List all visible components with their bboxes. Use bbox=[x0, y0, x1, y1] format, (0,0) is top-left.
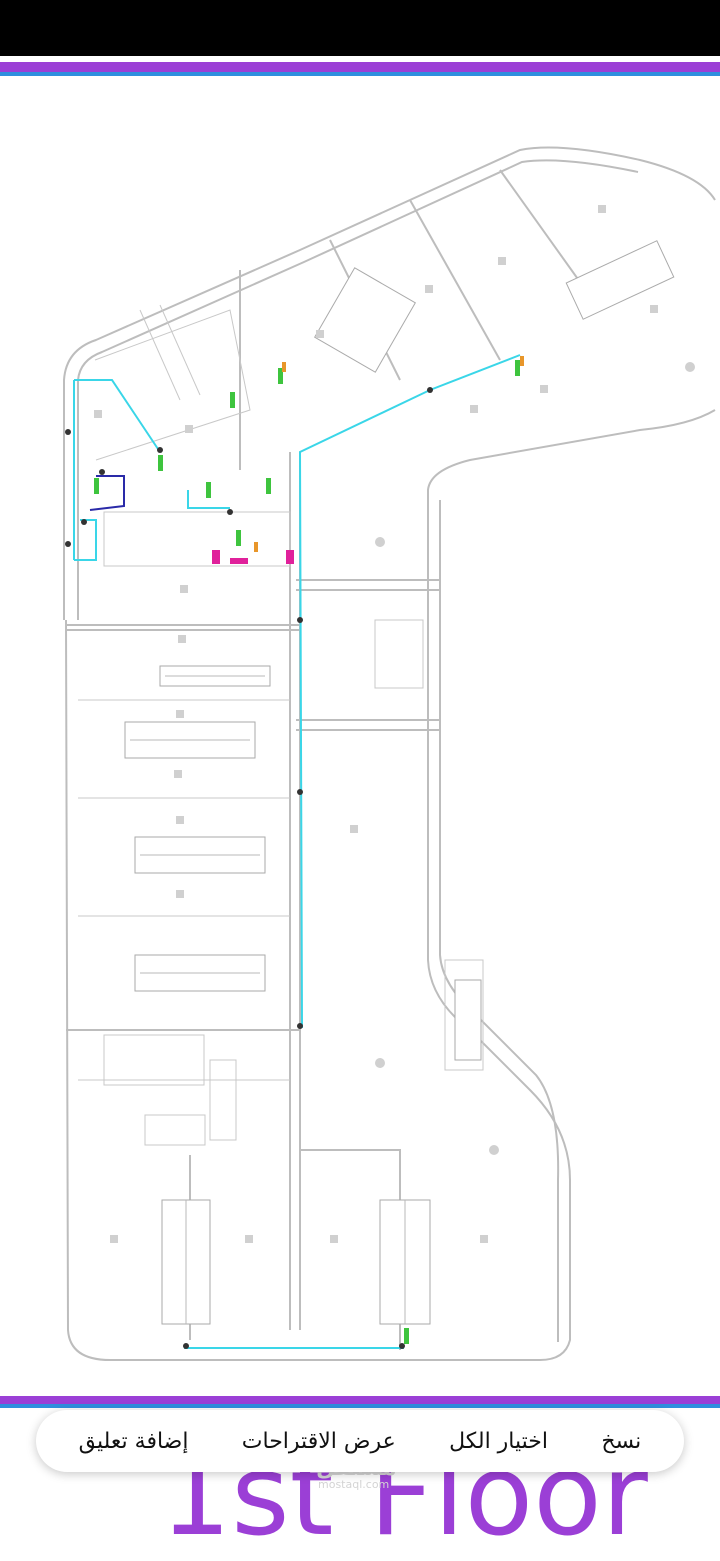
select-all-button[interactable]: اختيار الكل bbox=[449, 1428, 548, 1454]
text-selection-menu: نسخ اختيار الكل عرض الاقتراحات إضافة تعل… bbox=[36, 1410, 684, 1472]
bottom-accent-band bbox=[0, 1396, 720, 1404]
show-suggestions-button[interactable]: عرض الاقتراحات bbox=[241, 1428, 396, 1454]
watermark-url: mostaql.com bbox=[318, 1478, 390, 1491]
bottom-accent-line bbox=[0, 1404, 720, 1408]
top-accent-band bbox=[0, 62, 720, 72]
copy-button[interactable]: نسخ bbox=[601, 1428, 642, 1454]
add-comment-button[interactable]: إضافة تعليق bbox=[78, 1428, 189, 1454]
floor-plan-drawing bbox=[63, 146, 716, 1361]
status-bar bbox=[0, 0, 720, 56]
top-accent-line bbox=[0, 72, 720, 76]
